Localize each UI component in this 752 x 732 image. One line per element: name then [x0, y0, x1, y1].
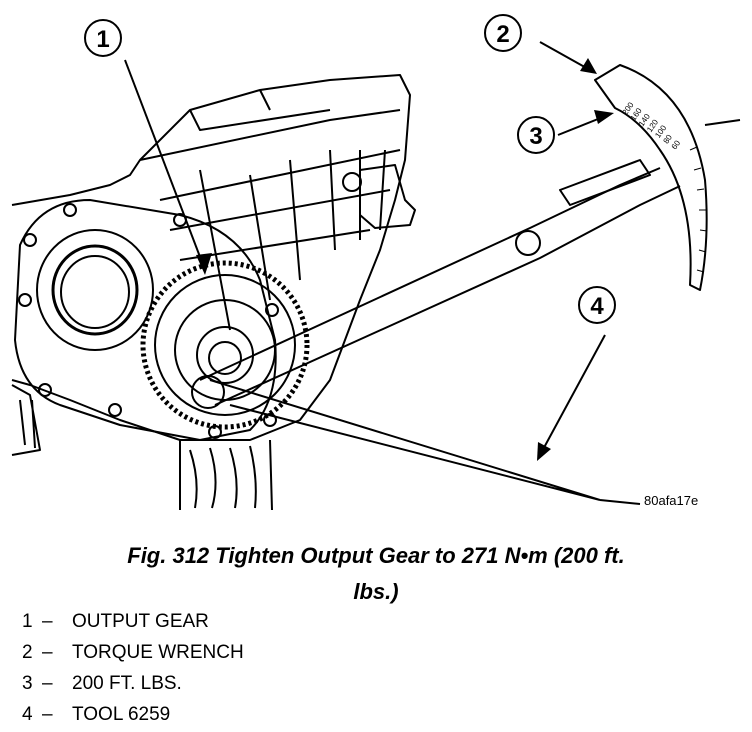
callout-2-arrowhead	[580, 58, 597, 74]
callout-1-circle	[84, 19, 122, 57]
tool-bar	[209, 379, 641, 505]
wrench-pointer	[559, 159, 651, 206]
flange-bolt-hole	[263, 413, 277, 427]
callout-4-circle	[578, 286, 616, 324]
callout-1-arrowhead	[196, 253, 212, 275]
flange-bolt-hole	[23, 233, 37, 247]
dial-tick-marks	[689, 146, 708, 273]
left-support	[11, 384, 41, 456]
wrench-socket	[191, 375, 225, 409]
flange-bolt-hole	[265, 303, 279, 317]
callout-2-leader	[539, 41, 591, 71]
flange-bolt-hole	[38, 383, 52, 397]
callout-1-label: 1	[96, 26, 109, 53]
flange-bolt-hole	[63, 203, 77, 217]
wrench-pivot	[515, 230, 541, 256]
callout-4-arrowhead	[537, 442, 551, 461]
output-gear-outer	[140, 260, 310, 430]
figure-caption: Fig. 312 Tighten Output Gear to 271 N•m …	[20, 538, 732, 610]
legend-item: 3–200 FT. LBS.	[22, 668, 244, 699]
callout-3-arrowhead	[594, 110, 614, 124]
wrench-handle	[704, 119, 741, 126]
legend-dash: –	[42, 611, 53, 632]
dial-scale	[594, 64, 708, 291]
legend-dash: –	[42, 673, 53, 694]
caption-line-2: lbs.)	[353, 579, 399, 604]
input-bore-outer	[36, 229, 154, 351]
legend-label: TOOL 6259	[72, 704, 171, 725]
wrench-beam	[199, 167, 681, 406]
legend-number: 4	[22, 704, 33, 725]
mounting-bolt	[342, 172, 362, 192]
legend-label: 200 FT. LBS.	[72, 673, 182, 694]
callout-2-circle	[484, 14, 522, 52]
callout-2-label: 2	[496, 21, 509, 48]
housing-top-face	[139, 89, 401, 161]
flange-bolt-hole	[18, 293, 32, 307]
legend-number: 1	[22, 611, 33, 632]
legend-dash: –	[42, 642, 53, 663]
callout-4-label: 4	[590, 293, 604, 320]
callout-1-leader	[124, 59, 206, 271]
input-bore-seal	[60, 255, 130, 329]
legend-item: 4–TOOL 6259	[22, 699, 244, 730]
legend-item: 1–OUTPUT GEAR	[22, 606, 244, 637]
support-block	[179, 439, 273, 511]
legend-number: 3	[22, 673, 33, 694]
legend-list: 1–OUTPUT GEAR 2–TORQUE WRENCH 3–200 FT. …	[22, 606, 244, 730]
figure-code: 80afa17e	[644, 493, 698, 508]
callout-3-label: 3	[529, 123, 542, 150]
legend-dash: –	[42, 704, 53, 725]
mounting-bracket	[359, 164, 416, 229]
legend-label: TORQUE WRENCH	[72, 642, 244, 663]
housing-outline	[11, 74, 411, 441]
technical-illustration: 1 2 3 4 200 160 140 120 100 80 60 80afa1…	[11, 14, 741, 511]
caption-line-1: Fig. 312 Tighten Output Gear to 271 N•m …	[127, 543, 625, 568]
input-bore-inner	[51, 244, 139, 336]
flange-bolt-hole	[108, 403, 122, 417]
output-gear-rim	[154, 274, 296, 416]
legend-item: 2–TORQUE WRENCH	[22, 637, 244, 668]
callout-3-circle	[517, 116, 555, 154]
legend-label: OUTPUT GEAR	[72, 611, 209, 632]
legend-number: 2	[22, 642, 33, 663]
callout-4-leader	[539, 334, 606, 456]
output-shaft-nut	[208, 341, 242, 375]
